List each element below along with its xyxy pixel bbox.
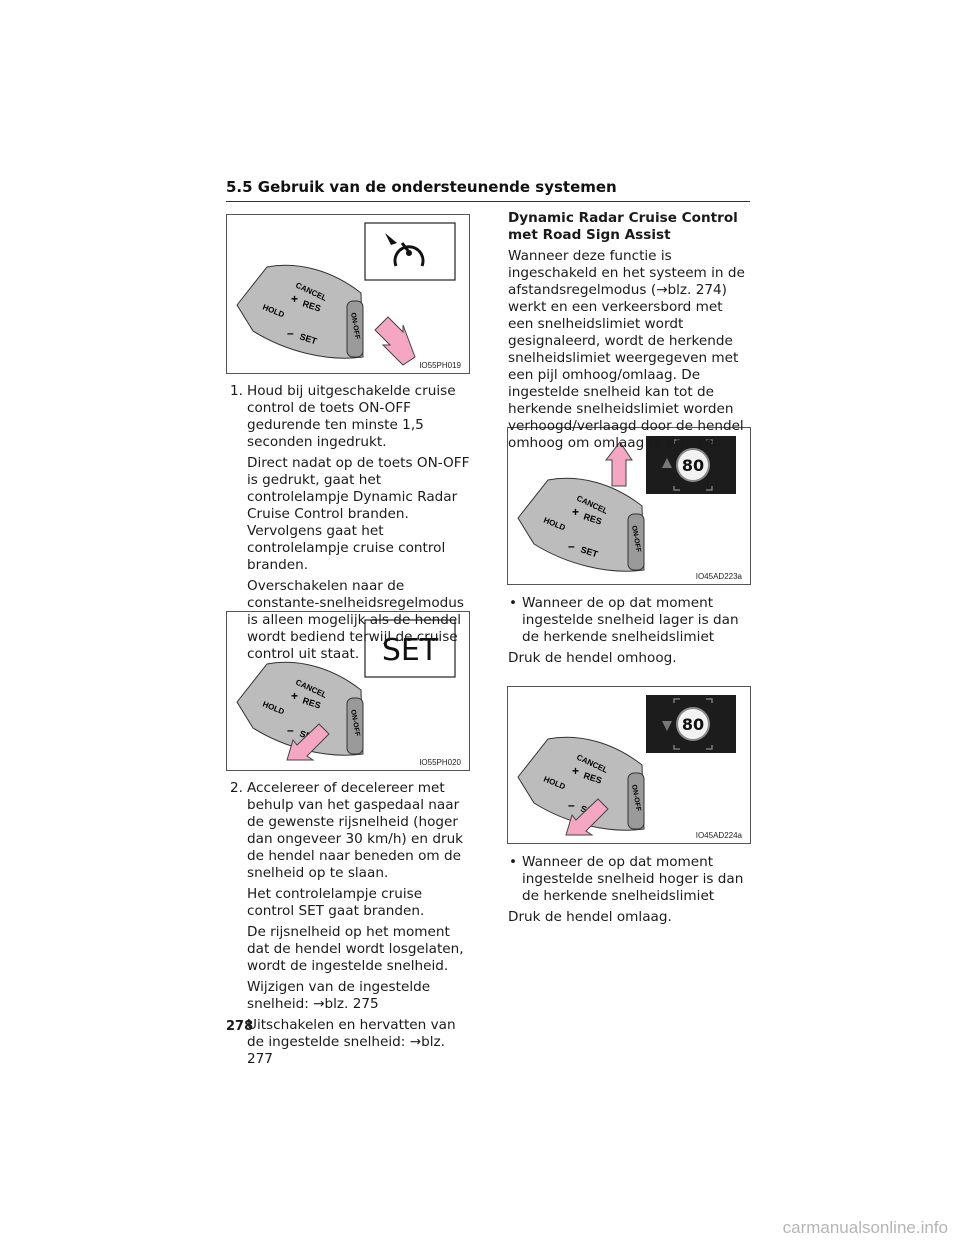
svg-text:ON-OFF: ON-OFF: [349, 312, 361, 340]
condition-lower: • Wanneer de op dat moment ingestelde sn…: [508, 595, 752, 671]
figure-code: IO45AD223a: [695, 572, 742, 581]
bullet-text: Wanneer de op dat moment ingestelde snel…: [522, 854, 744, 904]
paragraph: Wijzigen van de ingestelde snelheid: →bl…: [247, 979, 431, 1012]
set-display-text: SET: [382, 633, 439, 668]
cruise-lever-illustration: 80 CANCEL + RES HOLD – SET ON-OFF: [517, 695, 736, 836]
cruise-lever-illustration: CANCEL + RES HOLD – SET ON-OFF: [236, 222, 456, 366]
svg-text:+: +: [291, 689, 298, 703]
svg-text:ON-OFF: ON-OFF: [630, 525, 642, 553]
figure-cruise-on-off: CANCEL + RES HOLD – SET ON-OFF IO55PH019: [226, 214, 470, 374]
cruise-lever-illustration: 80 CANCEL + RES HOLD – SET ON-OFF: [517, 436, 736, 572]
svg-text:–: –: [568, 539, 575, 553]
step-1: 1. Houd bij uitgeschakelde cruise contro…: [230, 383, 470, 667]
bullet-icon: •: [509, 854, 518, 870]
action-text: Druk de hendel omhoog.: [508, 650, 677, 666]
figure-code: IO55PH019: [419, 361, 461, 370]
paragraph: Wanneer deze functie is ingeschakeld en …: [508, 248, 745, 451]
road-sign-assist-section: Dynamic Radar Cruise Control met Road Si…: [508, 210, 752, 456]
paragraph: Overschakelen naar de constante-snelheid…: [247, 578, 464, 662]
arrow-up-icon: [604, 441, 633, 487]
bullet-text: Wanneer de op dat moment ingestelde snel…: [522, 595, 739, 645]
step-number: 1.: [230, 383, 243, 399]
step-2: 2. Accelereer of decelereer met behulp v…: [230, 780, 470, 1072]
figure-code: IO55PH020: [419, 758, 461, 767]
svg-text:–: –: [287, 723, 294, 737]
svg-text:ON-OFF: ON-OFF: [630, 784, 642, 812]
svg-text:+: +: [291, 292, 298, 306]
figure-code: IO45AD224a: [695, 831, 742, 840]
cruise-lever-illustration: SET CANCEL + RES HOLD – SET ON-OFF: [236, 619, 456, 761]
speed-limit-sign: 80: [682, 456, 704, 475]
arrow-up-indicator-icon: [662, 458, 672, 468]
svg-text:–: –: [287, 326, 294, 340]
figure-lever-down: 80 CANCEL + RES HOLD – SET ON-OFF IO45AD…: [507, 686, 751, 844]
speed-limit-sign: 80: [682, 715, 704, 734]
watermark: carmanualsonline.info: [782, 1218, 948, 1237]
section-subheading: Dynamic Radar Cruise Control met Road Si…: [508, 210, 738, 243]
figure-set-speed: SET CANCEL + RES HOLD – SET ON-OFF IO55P…: [226, 611, 470, 771]
paragraph: Het controlelampje cruise control SET ga…: [247, 886, 425, 919]
bullet-icon: •: [509, 595, 518, 611]
arrow-down-indicator-icon: [662, 721, 672, 731]
cruise-control-indicator-icon: [385, 233, 425, 267]
paragraph: De rijsnelheid op het moment dat de hend…: [247, 924, 464, 974]
paragraph: Uitschakelen en hervatten van de ingeste…: [247, 1017, 456, 1067]
section-header: 5.5 Gebruik van de ondersteunende system…: [226, 178, 750, 202]
paragraph: Direct nadat op de toets ON-OFF is gedru…: [247, 455, 470, 573]
step-number: 2.: [230, 780, 243, 796]
svg-text:+: +: [572, 764, 579, 778]
action-text: Druk de hendel omlaag.: [508, 909, 672, 925]
page-number: 278: [226, 1019, 254, 1034]
figure-lever-up: 80 CANCEL + RES HOLD – SET ON-OFF IO45AD…: [507, 427, 751, 585]
svg-text:–: –: [568, 798, 575, 812]
svg-text:+: +: [572, 505, 579, 519]
arrow-down-icon: [565, 798, 609, 836]
svg-text:ON-OFF: ON-OFF: [349, 709, 361, 737]
condition-higher: • Wanneer de op dat moment ingestelde sn…: [508, 854, 752, 930]
arrow-down-icon: [286, 723, 330, 761]
paragraph: Accelereer of decelereer met behulp van …: [247, 780, 464, 881]
paragraph: Houd bij uitgeschakelde cruise control d…: [247, 383, 456, 450]
